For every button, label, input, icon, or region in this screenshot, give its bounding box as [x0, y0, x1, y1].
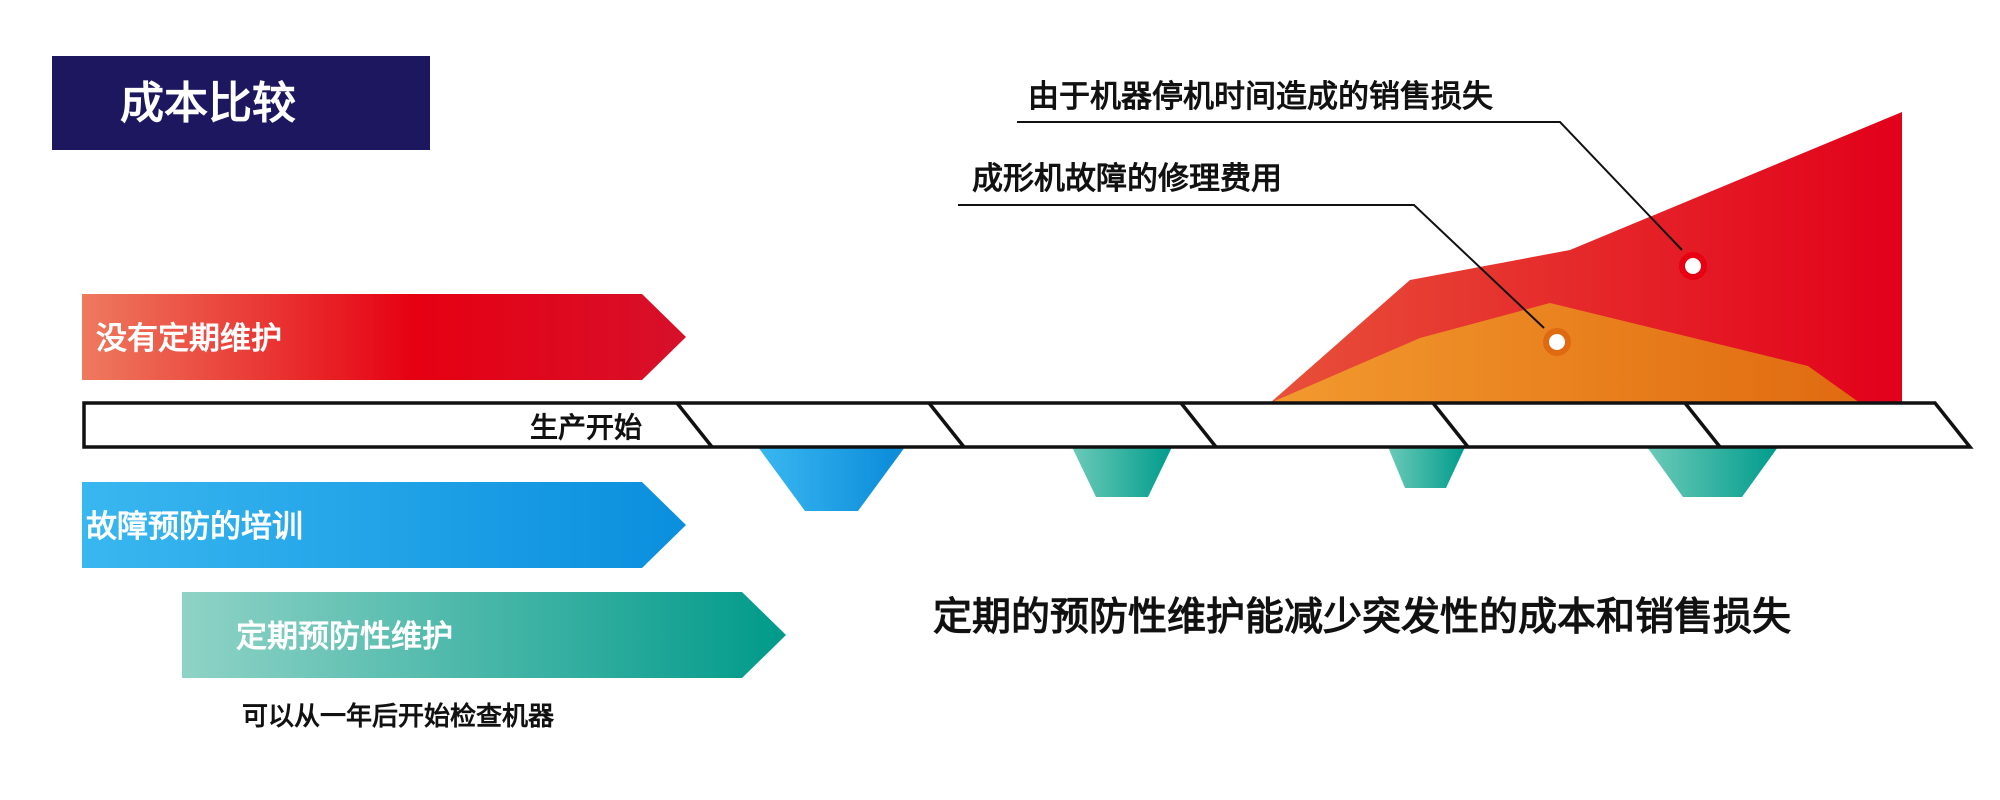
timeline-bar: [82, 401, 1974, 449]
production-start-label: 生产开始: [530, 411, 642, 444]
title-box: [52, 56, 430, 150]
arrow-prevention-training-label: 故障预防的培训: [86, 509, 303, 545]
arrow-no-maintenance-label: 没有定期维护: [96, 321, 282, 357]
maintenance-event-marker-1: [1072, 447, 1172, 497]
sales-loss-marker: [1679, 252, 1707, 280]
sales-loss-area: [1270, 112, 1902, 403]
sales-loss-annotation: 由于机器停机时间造成的销售损失: [1028, 79, 1494, 115]
maintenance-event-marker-3: [1647, 447, 1778, 497]
arrow-preventive-maintenance-label: 定期预防性维护: [236, 619, 453, 655]
repair-cost-marker: [1543, 328, 1571, 356]
repair-cost-annotation: 成形机故障的修理费用: [972, 161, 1282, 197]
sales-loss-leader-line: [1017, 121, 1683, 251]
page-title: 成本比较: [120, 78, 296, 129]
arrow-no-maintenance: [82, 294, 686, 380]
arrow-preventive-maintenance: [182, 592, 786, 678]
training-event-marker: [758, 447, 905, 511]
maintenance-event-marker-2: [1388, 447, 1465, 488]
repair-cost-leader-line: [958, 204, 1545, 329]
inspection-note: 可以从一年后开始检查机器: [242, 701, 555, 732]
arrow-prevention-training: [82, 482, 686, 568]
conclusion-text: 定期的预防性维护能减少突发性的成本和销售损失: [933, 595, 1792, 640]
